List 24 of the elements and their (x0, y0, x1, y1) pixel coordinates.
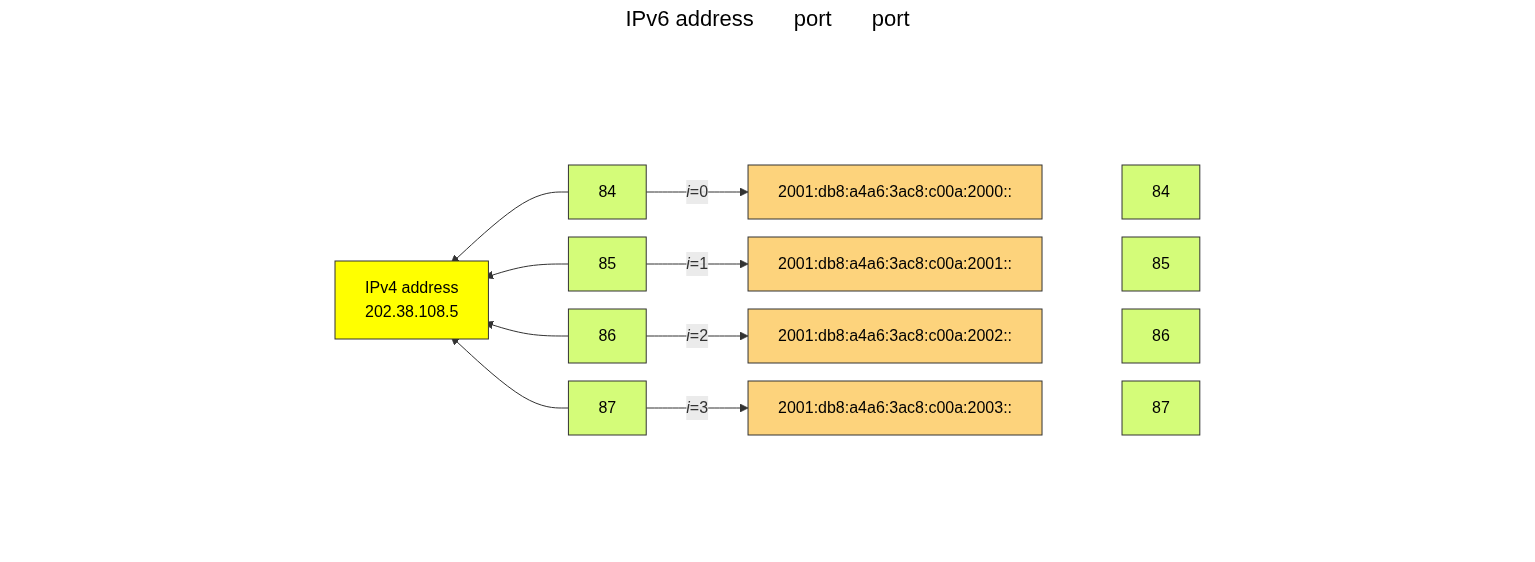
node-box: 87 (1121, 380, 1201, 435)
node-box: 86 (568, 308, 647, 363)
node-box: 2001:db8:a4a6:3ac8:c00a:2002:: (747, 308, 1043, 363)
edge-label: i=2 (686, 326, 709, 344)
node-box: 87 (568, 380, 647, 435)
arrow (645, 331, 749, 340)
edge-label: i=1 (686, 254, 709, 272)
node-box: 85 (1121, 236, 1201, 291)
edge-label: i=3 (686, 398, 709, 416)
node-box: 2001:db8:a4a6:3ac8:c00a:2003:: (747, 380, 1043, 435)
node-box: 84 (1121, 164, 1201, 219)
node-box: 85 (568, 236, 647, 291)
node-box: 2001:db8:a4a6:3ac8:c00a:2000:: (747, 164, 1043, 219)
arrow (645, 403, 749, 412)
arrow (645, 259, 749, 268)
column-heading: port (793, 6, 832, 33)
node-box: IPv4 address 202.38.108.5 (334, 260, 489, 339)
column-heading: IPv6 address (625, 6, 754, 33)
column-heading: port (871, 6, 910, 33)
node-box: 86 (1121, 308, 1201, 363)
edge-label: i=0 (686, 182, 709, 200)
arrow (645, 187, 749, 196)
node-box: 84 (568, 164, 647, 219)
node-box: 2001:db8:a4a6:3ac8:c00a:2001:: (747, 236, 1043, 291)
